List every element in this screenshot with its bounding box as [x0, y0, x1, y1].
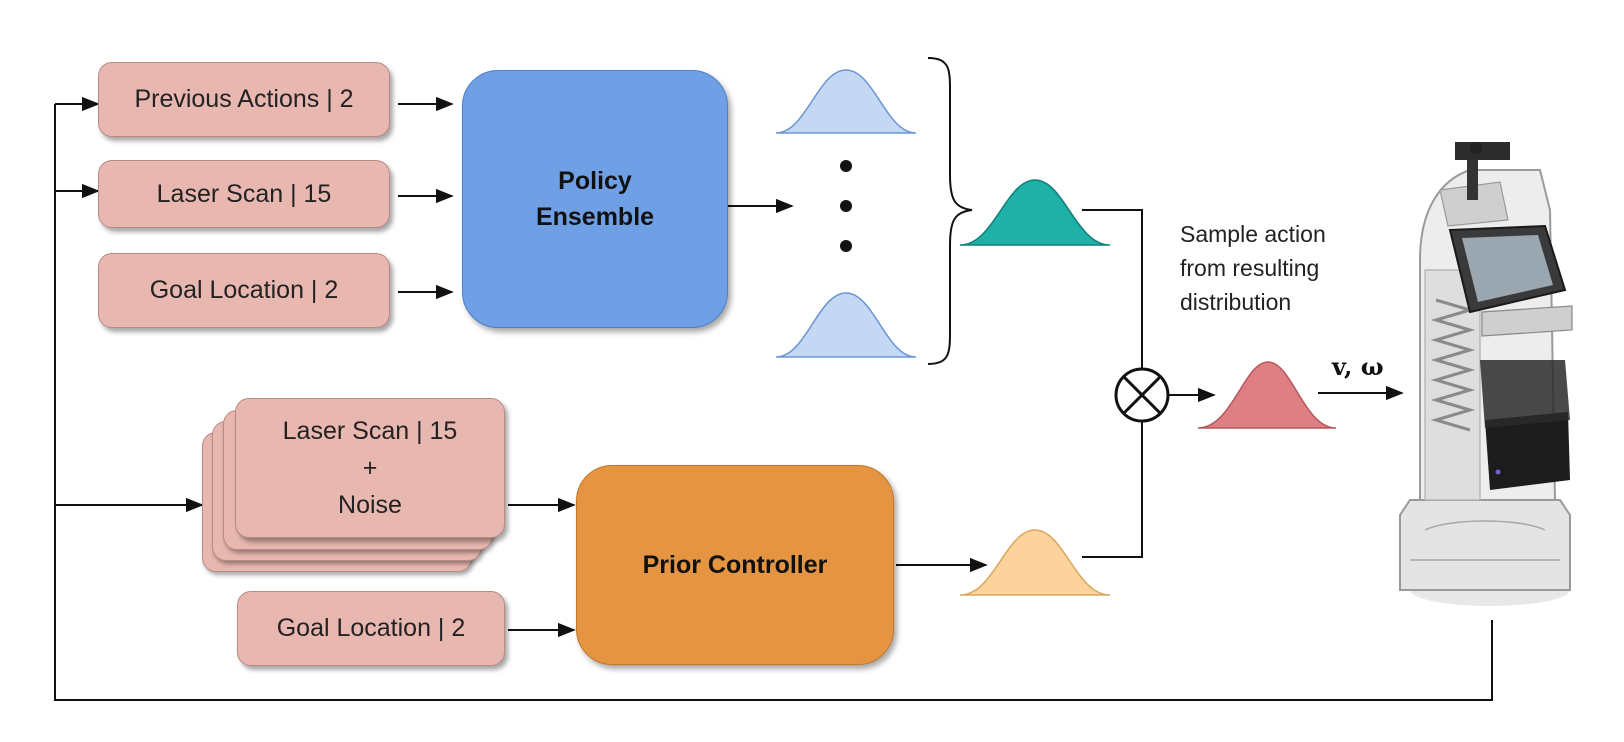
goal-location-label: Goal Location | 2 [149, 276, 339, 304]
previous-actions-label: Previous Actions | 2 [134, 85, 354, 113]
robot-image [1399, 142, 1573, 606]
laser-scan-input: Laser Scan | 15 [98, 160, 390, 228]
ellipsis-dot [840, 240, 852, 252]
feedback-loop-line [54, 104, 1493, 701]
prior-controller-label: Prior Controller [642, 550, 828, 579]
prior-goal-location-input: Goal Location | 2 [237, 591, 505, 666]
noisy-laser-scan-input: Laser Scan | 15 + Noise [235, 398, 505, 538]
output-velocity-label: v, ω [1332, 352, 1384, 381]
policy-ensemble-block: Policy Ensemble [462, 70, 728, 328]
line-policy-to-product [1082, 209, 1143, 369]
prior-goal-location-label: Goal Location | 2 [276, 614, 466, 642]
sample-caption-line-2: from resulting [1180, 255, 1320, 281]
sample-action-caption: Sample action from resulting distributio… [1180, 217, 1326, 319]
ensemble-member-distribution-bottom [775, 292, 917, 358]
goal-location-input: Goal Location | 2 [98, 253, 390, 328]
prior-controller-block: Prior Controller [576, 465, 894, 665]
sample-caption-line-1: Sample action [1180, 221, 1326, 247]
ensemble-member-distribution-top [775, 69, 917, 134]
policy-label-line-1: Policy [558, 167, 632, 195]
ellipsis-dot [840, 160, 852, 172]
line-prior-to-product [1082, 421, 1143, 558]
product-operator [1114, 367, 1170, 423]
combined-policy-distribution [959, 179, 1111, 246]
noisy-laser-line-1: Laser Scan | 15 [282, 416, 458, 445]
curly-brace [927, 57, 973, 365]
ellipsis-dot [840, 200, 852, 212]
noisy-laser-line-3: Noise [338, 490, 402, 519]
sample-caption-line-3: distribution [1180, 289, 1292, 315]
result-distribution [1197, 361, 1337, 429]
previous-actions-input: Previous Actions | 2 [98, 62, 390, 137]
policy-label-line-2: Ensemble [535, 203, 655, 231]
laser-scan-label: Laser Scan | 15 [156, 179, 332, 208]
noisy-laser-line-2: + [362, 453, 378, 482]
prior-distribution [959, 529, 1111, 596]
